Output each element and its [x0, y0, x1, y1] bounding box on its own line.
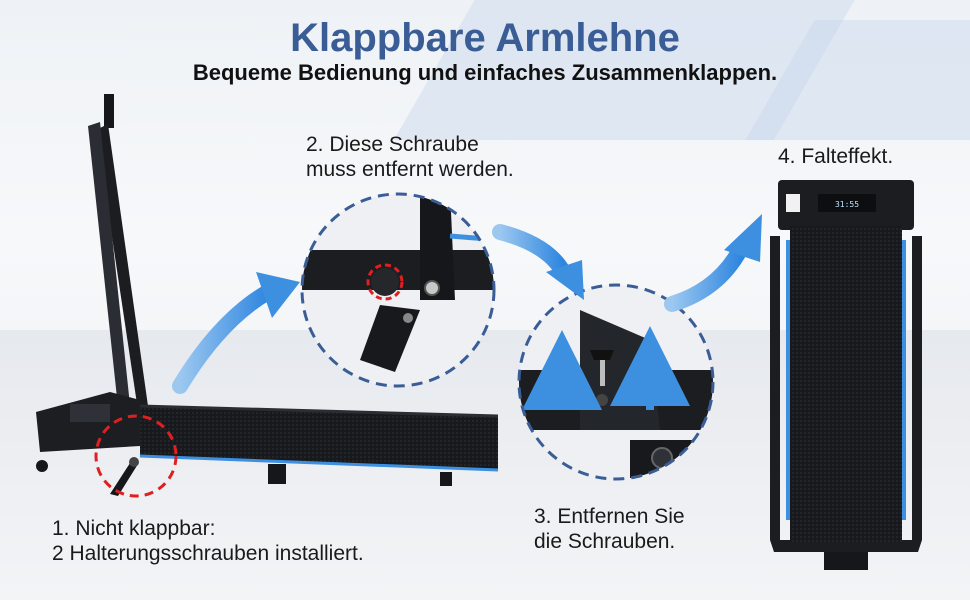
step-3-caption: 3. Entfernen Sie die Schrauben.	[534, 505, 685, 553]
arrow-icon	[172, 284, 276, 394]
running-belt	[790, 226, 902, 542]
detail-screws-out	[517, 283, 715, 481]
treadmill-folded-view: 31:55	[770, 180, 922, 570]
arrow-icon	[664, 242, 748, 312]
detail-frame	[300, 192, 496, 388]
highlight-circle	[94, 414, 178, 498]
console-screen	[104, 94, 114, 128]
running-belt	[140, 406, 498, 470]
arrow-icon	[492, 224, 570, 278]
step-4-caption: 4. Falteffekt.	[778, 145, 894, 168]
page-title: Klappbare Armlehne	[290, 16, 680, 60]
page-subtitle: Bequeme Bedienung und einfaches Zusammen…	[192, 60, 778, 85]
treadmill-side-view	[36, 94, 499, 498]
step-2-caption: 2. Diese Schraube muss entfernt werden.	[306, 133, 514, 181]
flow-arrows	[172, 214, 762, 394]
detail-screw-removal	[300, 192, 496, 388]
console-display: 31:55	[835, 200, 859, 209]
detail-frame	[517, 283, 715, 481]
step-1-caption: 1. Nicht klappbar: 2 Halterungsschrauben…	[52, 517, 364, 565]
